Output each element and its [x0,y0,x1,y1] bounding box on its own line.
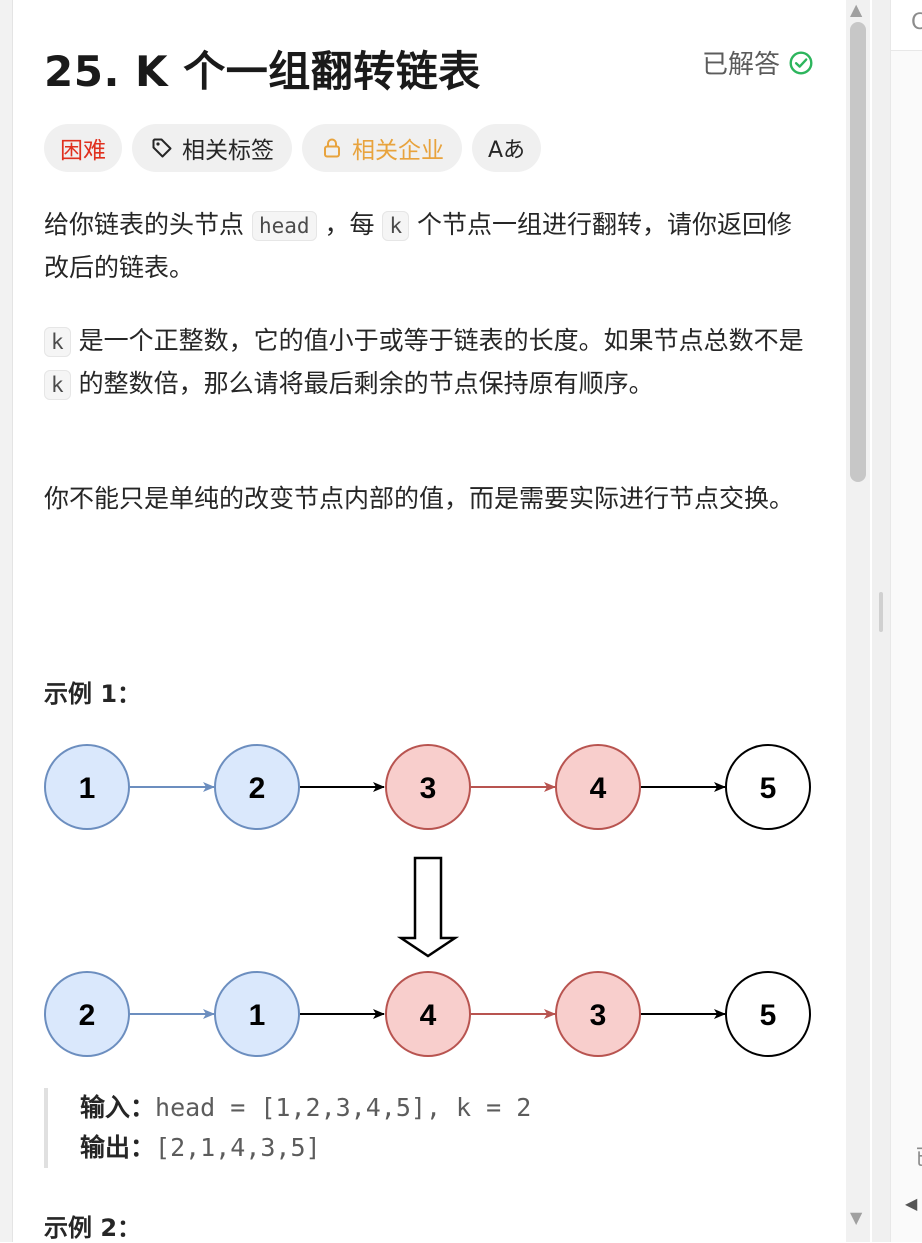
right-panel-text: 已 [915,1140,922,1172]
input-value: head = [1,2,3,4,5], k = 2 [155,1093,532,1122]
list-node [214,971,300,1057]
related-tags-label: 相关标签 [182,138,274,164]
list-node [44,971,130,1057]
node-label: 2 [249,772,266,805]
scroll-left-icon[interactable]: ◀ [905,1194,918,1213]
description-paragraph-1: 给你链表的头节点 head ，每 k 个节点一组进行翻转，请你返回修改后的链表。 [44,204,814,289]
scrollbar-thumb[interactable] [850,22,866,482]
down-arrow-icon [396,856,460,958]
related-tags-button[interactable]: 相关标签 [132,124,292,172]
solved-label: 已解答 [701,50,780,80]
resize-handle[interactable] [879,592,883,632]
example-1-title: 示例 1： [44,680,142,708]
desc-text: 个节点一组进行翻转，请你返回修改后的链表。 [44,210,793,282]
example-input-line: 输入：head = [1,2,3,4,5], k = 2 [80,1088,804,1128]
node-label: 4 [420,999,437,1032]
right-panel-tab[interactable]: C [891,0,922,51]
lock-icon [324,138,340,158]
list-node [385,744,471,830]
linked-list-diagram: 1 2 3 4 5 2 1 4 3 5 [44,744,811,1057]
node-label: 3 [590,999,607,1032]
solved-status: 已解答 [702,44,814,81]
description-paragraph-2: k 是一个正整数，它的值小于或等于链表的长度。如果节点总数不是 k 的整数倍，那… [44,320,814,406]
desc-text: 的整数倍，那么请将最后剩余的节点保持原有顺序。 [70,369,654,398]
panel-resize-divider[interactable] [872,0,890,1242]
list-node [385,971,471,1057]
inline-code: k [44,370,71,400]
difficulty-badge[interactable]: 困难 [44,124,122,172]
tag-bar: 困难 相关标签 相关企业 Aあ [44,124,542,172]
tag-icon [152,138,172,158]
related-companies-button[interactable]: 相关企业 [302,124,462,172]
right-panel-tab-label: C [911,10,922,35]
right-panel: C 已 ◀ [890,0,922,1242]
input-label: 输入： [80,1093,156,1122]
translate-icon: Aあ [488,138,526,163]
related-companies-label: 相关企业 [352,138,444,164]
example-output-line: 输出：[2,1,4,3,5] [80,1128,804,1168]
node-label: 3 [420,772,437,805]
desc-text: ，每 [316,210,383,239]
output-value: [2,1,4,3,5] [155,1133,321,1162]
node-label: 5 [760,772,777,805]
title-row: 25. K 个一组翻转链表 已解答 [44,34,814,96]
scroll-up-icon[interactable]: ▲ [850,0,863,19]
list-node [725,744,811,830]
vertical-scrollbar[interactable]: ▲ ▼ [846,0,870,1242]
problem-title: 25. K 个一组翻转链表 [44,47,481,96]
check-circle-icon [789,51,813,74]
node-label: 4 [590,772,607,805]
list-node [725,971,811,1057]
translate-button[interactable]: Aあ [472,124,542,172]
list-node [555,971,641,1057]
desc-text: 你不能只是单纯的改变节点内部的值，而是需要实际进行节点交换。 [44,484,795,513]
description-paragraph-3: 你不能只是单纯的改变节点内部的值，而是需要实际进行节点交换。 [44,478,814,520]
list-node [555,744,641,830]
inline-code: head [251,211,317,241]
node-label: 1 [249,999,266,1032]
list-node [214,744,300,830]
node-label: 5 [760,999,777,1032]
node-label: 1 [79,772,96,805]
difficulty-label: 困难 [60,138,106,164]
inline-code: k [44,327,71,357]
example-1-io: 输入：head = [1,2,3,4,5], k = 2 输出：[2,1,4,3… [44,1088,804,1168]
left-panel-edge [0,0,13,1242]
desc-text: 给你链表的头节点 [44,210,252,239]
output-label: 输出： [80,1133,156,1162]
node-label: 2 [79,999,96,1032]
inline-code: k [382,211,410,241]
example-2-title: 示例 2： [44,1214,142,1242]
list-node [44,744,130,830]
desc-text: 是一个正整数，它的值小于或等于链表的长度。如果节点总数不是 [70,326,804,355]
scroll-down-icon[interactable]: ▼ [850,1208,863,1227]
